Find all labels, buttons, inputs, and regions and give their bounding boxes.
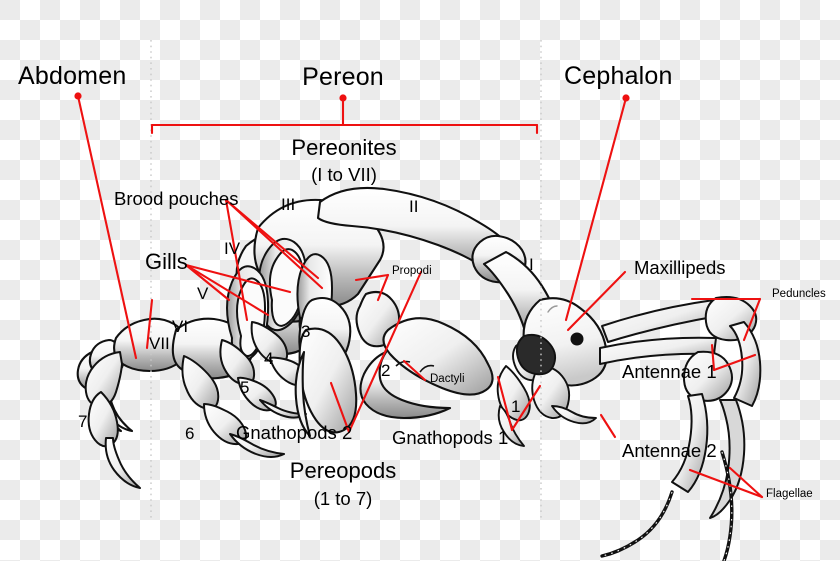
leader-pereonite-iii bbox=[224, 198, 320, 280]
label-appendage-4: 4 bbox=[264, 349, 274, 368]
label-numeral-iv: IV bbox=[224, 239, 241, 258]
label-numeral-iii: III bbox=[281, 195, 296, 214]
label-appendage-7: 7 bbox=[78, 412, 88, 431]
label-dactyli: Dactyli bbox=[430, 373, 465, 385]
label-appendage-1: 1 bbox=[511, 397, 521, 416]
leader-antennae-2 bbox=[599, 413, 617, 439]
label-pereonites-range: (I to VII) bbox=[311, 164, 377, 185]
label-propodi: Propodi bbox=[392, 265, 432, 277]
label-maxillipeds: Maxillipeds bbox=[634, 257, 726, 278]
label-appendage-3: 3 bbox=[301, 322, 311, 341]
label-gills: Gills bbox=[145, 249, 188, 274]
leader-gills bbox=[184, 263, 292, 317]
label-numeral-i: I bbox=[529, 255, 534, 274]
label-brood-pouches: Brood pouches bbox=[114, 188, 239, 209]
flagellae-segments bbox=[601, 451, 733, 561]
leader-antennae-1 bbox=[710, 343, 757, 372]
label-flagellae: Flagellae bbox=[766, 488, 813, 500]
label-antennae-2: Antennae 2 bbox=[622, 440, 717, 461]
pereopod-5 bbox=[219, 339, 307, 419]
label-pereon: Pereon bbox=[302, 63, 384, 91]
leader-flagellae bbox=[688, 466, 764, 499]
antenna-1 bbox=[704, 296, 762, 519]
label-numeral-ii: II bbox=[409, 197, 419, 216]
label-appendage-6: 6 bbox=[185, 424, 195, 443]
leader-cephalon bbox=[564, 94, 630, 322]
label-numeral-v: V bbox=[197, 284, 209, 303]
label-abdomen: Abdomen bbox=[18, 62, 127, 90]
leader-brood-pouches bbox=[224, 198, 324, 322]
label-pereopods-range: (1 to 7) bbox=[313, 488, 373, 509]
leader-peduncles bbox=[690, 297, 762, 342]
label-antennae-1: Antennae 1 bbox=[622, 361, 717, 382]
antenna-2 bbox=[671, 350, 733, 493]
leader-pereon bbox=[150, 94, 539, 135]
leader-propodi bbox=[354, 273, 390, 302]
label-gnathopods-1: Gnathopods 1 bbox=[392, 427, 509, 448]
leader-gnathopods-2 bbox=[329, 270, 423, 434]
leader-pereonite-vii bbox=[145, 298, 154, 350]
label-pereonites: Pereonites bbox=[291, 135, 397, 160]
label-appendage-5: 5 bbox=[240, 378, 250, 397]
label-peduncles: Peduncles bbox=[772, 288, 826, 300]
label-gnathopods-2: Gnathopods 2 bbox=[236, 422, 353, 443]
label-cephalon: Cephalon bbox=[564, 62, 673, 90]
gnathopod-claw-large bbox=[355, 290, 494, 420]
leader-gnathopods-1 bbox=[496, 375, 542, 432]
label-numeral-vi: VI bbox=[172, 317, 189, 336]
label-numeral-vii: VII bbox=[149, 334, 170, 353]
pereopod-7 bbox=[84, 351, 141, 489]
leader-maxillipeds bbox=[566, 270, 627, 332]
label-appendage-2: 2 bbox=[381, 361, 391, 380]
gnathopod-2 bbox=[294, 296, 358, 438]
pereopod-6 bbox=[181, 355, 285, 458]
leader-abdomen bbox=[74, 92, 138, 360]
leader-dactyli bbox=[402, 359, 427, 382]
label-pereopods: Pereopods bbox=[289, 458, 397, 483]
